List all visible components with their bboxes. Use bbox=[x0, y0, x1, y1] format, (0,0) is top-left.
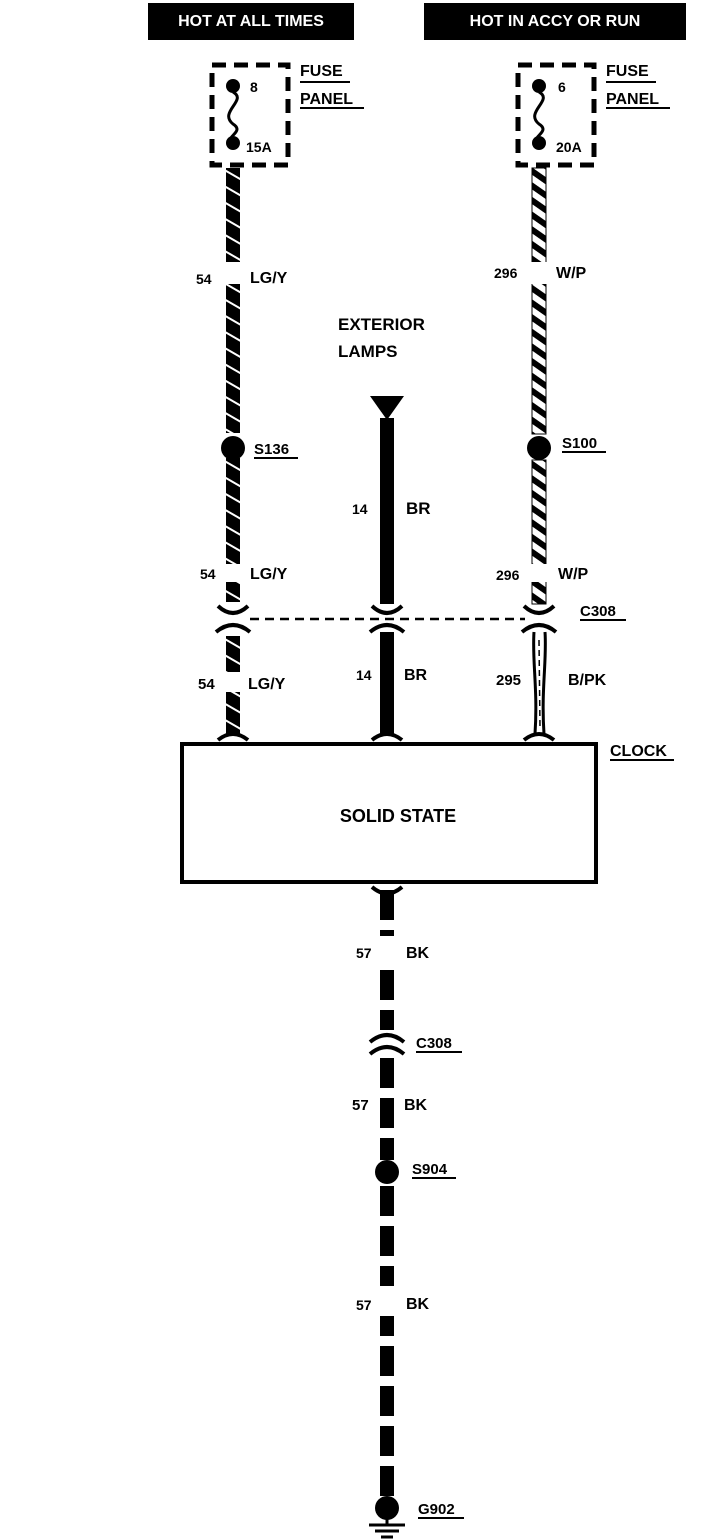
fuse-left-rating: 15A bbox=[246, 139, 272, 155]
splice-s136-label: S136 bbox=[254, 441, 289, 458]
connector-c308-lower-label: C308 bbox=[416, 1035, 452, 1052]
header-right-text: HOT IN ACCY OR RUN bbox=[470, 13, 641, 30]
wire-right-1-circuit: 296 bbox=[494, 265, 518, 281]
wire-ground bbox=[368, 890, 406, 1539]
wire-left-upper bbox=[226, 168, 240, 433]
wire-right-lower bbox=[538, 639, 541, 729]
source-arrow bbox=[370, 396, 404, 420]
wire-ground-3-circuit: 57 bbox=[356, 1297, 372, 1313]
fuse-left-element bbox=[227, 90, 239, 145]
exterior-lamps-line2: LAMPS bbox=[338, 342, 398, 361]
header-left: HOT AT ALL TIMES bbox=[148, 3, 354, 40]
wire-right-2-circuit: 296 bbox=[496, 567, 520, 583]
wire-center bbox=[370, 396, 404, 736]
wire-center-1-color: BR bbox=[406, 499, 431, 518]
wire-right-middle bbox=[531, 459, 547, 605]
fuse-right-label-1: FUSE bbox=[606, 63, 649, 80]
splice-s904-dot bbox=[375, 1160, 399, 1184]
wire-right-3-color: B/PK bbox=[568, 672, 607, 689]
wire-left-2-color: LG/Y bbox=[250, 566, 288, 583]
wire-left bbox=[221, 168, 245, 734]
wire-right-1-color: W/P bbox=[556, 265, 587, 282]
wire-center-1-circuit: 14 bbox=[352, 501, 368, 517]
wire-right-2-color: W/P bbox=[558, 566, 589, 583]
wire-ground-2-circuit: 57 bbox=[352, 1097, 369, 1114]
splice-s904-label: S904 bbox=[412, 1161, 448, 1178]
header-left-text: HOT AT ALL TIMES bbox=[178, 13, 324, 30]
clock-component: SOLID STATE bbox=[180, 732, 598, 896]
fuse-left-label-1: FUSE bbox=[300, 63, 343, 80]
wire-right bbox=[527, 167, 551, 735]
splice-s136-dot bbox=[221, 436, 245, 460]
wire-ground-3-color: BK bbox=[406, 1296, 430, 1313]
wire-ground-1-circuit: 57 bbox=[356, 945, 372, 961]
wire-left-3-circuit: 54 bbox=[198, 676, 215, 693]
wire-center-upper bbox=[380, 418, 394, 604]
wire-ground-1-color: BK bbox=[406, 945, 430, 962]
fuse-left-label-2: PANEL bbox=[300, 91, 353, 108]
fuse-left: 8 15A FUSE PANEL bbox=[209, 62, 364, 168]
wire-ground-2-color: BK bbox=[404, 1097, 428, 1114]
clock-name-label: CLOCK bbox=[610, 743, 667, 760]
fuse-right-rating: 20A bbox=[556, 139, 582, 155]
wire-right-upper bbox=[531, 167, 547, 435]
wire-center-lower bbox=[380, 632, 394, 736]
splice-s100-label: S100 bbox=[562, 435, 597, 452]
splice-s100-dot bbox=[527, 436, 551, 460]
wire-center-2-circuit: 14 bbox=[356, 667, 372, 683]
wire-left-1-circuit: 54 bbox=[196, 271, 212, 287]
clock-body-text: SOLID STATE bbox=[340, 806, 456, 826]
ground-g902-dot bbox=[375, 1496, 399, 1520]
wire-right-3-circuit: 295 bbox=[496, 672, 521, 689]
fuse-right-label-2: PANEL bbox=[606, 91, 659, 108]
connector-c308-upper-label: C308 bbox=[580, 603, 616, 620]
fuse-right-element bbox=[533, 90, 545, 145]
fuse-left-number: 8 bbox=[250, 79, 258, 95]
wire-center-2-color: BR bbox=[404, 667, 428, 684]
fuse-right: 6 20A FUSE PANEL bbox=[515, 62, 670, 168]
fuse-right-number: 6 bbox=[558, 79, 566, 95]
wire-left-2-circuit: 54 bbox=[200, 566, 216, 582]
ground-g902-label: G902 bbox=[418, 1501, 455, 1518]
header-right: HOT IN ACCY OR RUN bbox=[424, 3, 686, 40]
clock-box bbox=[180, 742, 598, 884]
wire-left-3-color: LG/Y bbox=[248, 676, 286, 693]
connector-c308-upper bbox=[214, 604, 558, 634]
exterior-lamps-line1: EXTERIOR bbox=[338, 315, 425, 334]
wire-left-1-color: LG/Y bbox=[250, 270, 288, 287]
